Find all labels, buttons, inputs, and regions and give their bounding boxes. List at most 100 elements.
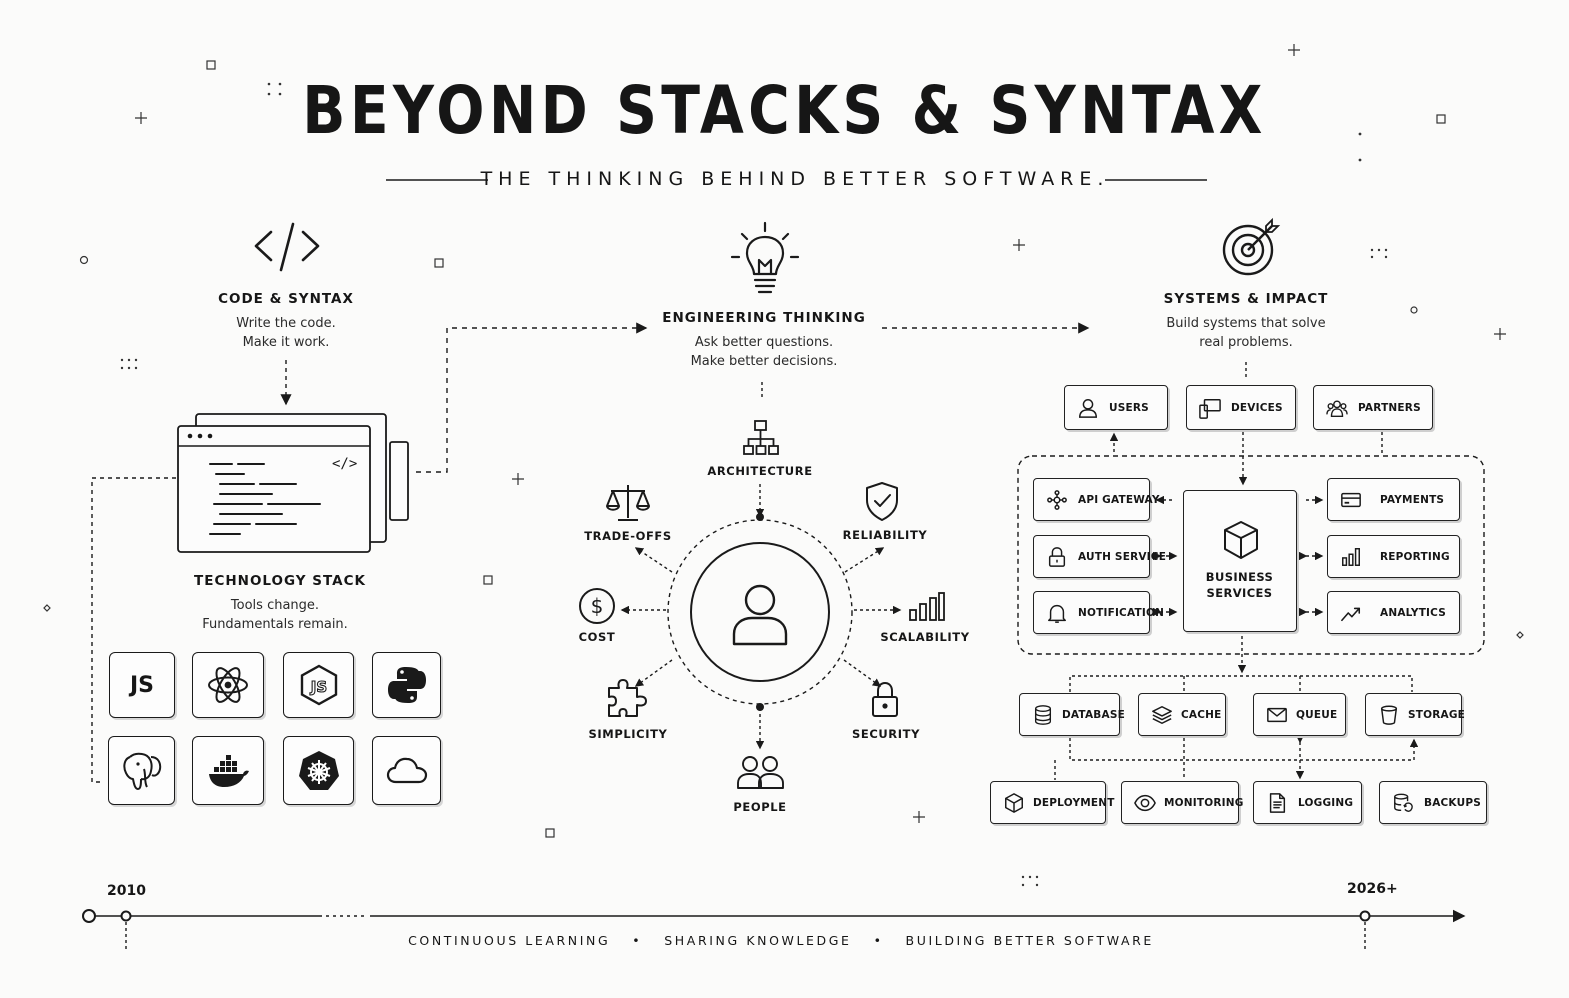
padlock-icon [1048,546,1066,567]
timeline-origin-dot [82,909,96,923]
backups-node: BACKUPS [1379,781,1487,824]
cloud-icon [386,757,427,783]
dollar-icon: $ [579,588,615,624]
layers-icon [1152,705,1172,724]
devices-icon [1199,398,1221,419]
docker-icon [209,754,249,787]
logging-label: LOGGING [1298,796,1354,809]
cube-icon [1224,521,1258,559]
systems-impact-desc-2: real problems. [1199,335,1293,350]
nodejs-icon: JS [300,664,337,706]
hub-spoke-reliability [844,547,885,573]
engineering-thinking-desc-2: Make better decisions. [690,354,838,369]
user-icon [1079,398,1097,418]
hub-inner-ring [690,542,830,682]
service-group-border [1017,455,1485,655]
page-title: BEYOND STACKS & SYNTAX [302,72,1267,149]
cache-label: CACHE [1181,708,1222,721]
postgresql-tile [108,736,175,805]
people-icon [737,756,784,789]
api-gateway-node: API GATEWAY [1033,478,1159,521]
notification-node: NOTIFICATION [1033,591,1164,634]
target-icon [1222,217,1281,276]
javascript-tile: JS [109,652,175,718]
stack-loop-line [91,477,176,783]
queue-node: QUEUE [1253,693,1346,736]
timeline-end-label: 2026+ [1347,881,1398,897]
lightbulb-icon [730,221,800,294]
storage-label: STORAGE [1408,708,1466,721]
notification-label: NOTIFICATION [1078,606,1165,619]
cloud-tile [372,736,441,805]
footer-row: CONTINUOUS LEARNING • SHARING KNOWLEDGE … [0,933,1562,948]
footer-item-building: BUILDING BETTER SOFTWARE [905,933,1154,948]
timeline-2010-dot [120,910,132,922]
scalability-label: SCALABILITY [880,630,970,644]
kubernetes-icon [298,750,339,790]
package-icon [1005,792,1023,813]
technology-stack-desc-1: Tools change. [230,598,320,613]
python-tile [372,652,441,718]
puzzle-icon [608,679,647,717]
reliability-label: RELIABILITY [842,528,928,542]
bell-icon [1048,604,1066,623]
svg-text:JS: JS [309,678,326,696]
eye-icon [1134,794,1156,811]
auth-service-label: AUTH SERVICE [1078,550,1167,563]
document-icon [1269,792,1286,813]
footer-separator-2: • [873,933,884,948]
monitoring-label: MONITORING [1164,796,1244,809]
footer-item-learning: CONTINUOUS LEARNING [408,933,611,948]
database-node: DATABASE [1019,693,1125,736]
hub-spoke-tradeoffs [634,547,673,573]
docker-tile [192,736,264,805]
monitoring-node: MONITORING [1121,781,1243,824]
person-icon [732,584,788,646]
footer-separator-1: • [632,933,643,948]
react-tile [192,652,264,718]
business-services-label-2: SERVICES [1206,586,1273,600]
reporting-label: REPORTING [1380,550,1450,563]
decor-marks [43,44,1524,838]
cache-node: CACHE [1138,693,1226,736]
editor-to-thinking-arrow [416,322,648,473]
report-chart-icon [1342,547,1360,566]
code-syntax-title: CODE & SYNTAX [218,291,354,307]
shield-check-icon [866,482,898,521]
users-label: USERS [1109,401,1149,414]
database-icon [1034,704,1052,725]
lock-icon [872,681,898,717]
systems-impact-title: SYSTEMS & IMPACT [1163,291,1329,307]
partners-node: PARTNERS [1313,385,1433,430]
database-label: DATABASE [1062,708,1125,721]
api-gateway-label: API GATEWAY [1078,493,1160,506]
bar-chart-icon [909,592,945,621]
svg-text:$: $ [591,594,604,618]
storage-bucket-icon [1380,705,1398,725]
timeline-2026-dot [1359,910,1371,922]
simplicity-label: SIMPLICITY [588,727,668,741]
auth-service-node: AUTH SERVICE [1033,535,1166,578]
kubernetes-tile [283,736,354,805]
tradeoffs-label: TRADE-OFFS [584,529,672,543]
partners-icon [1326,399,1348,417]
systems-impact-desc-1: Build systems that solve [1166,316,1326,331]
analytics-node: ANALYTICS [1327,591,1460,634]
technology-stack-title: TECHNOLOGY STACK [194,573,366,589]
cost-label: COST [578,630,616,644]
backups-label: BACKUPS [1424,796,1481,809]
deployment-label: DEPLOYMENT [1033,796,1115,809]
svg-text:</>: </> [332,456,357,472]
credit-card-icon [1341,492,1361,507]
nodejs-tile: JS [283,652,354,718]
architecture-label: ARCHITECTURE [707,464,813,478]
analytics-label: ANALYTICS [1380,606,1447,619]
python-icon [387,667,426,703]
devices-label: DEVICES [1231,401,1283,414]
engineering-thinking-title: ENGINEERING THINKING [662,310,866,326]
trend-up-icon [1341,607,1361,621]
hub-spoke-simplicity [634,659,673,687]
partners-label: PARTNERS [1358,401,1421,414]
storage-node: STORAGE [1365,693,1466,736]
technology-stack-desc-2: Fundamentals remain. [202,617,348,632]
